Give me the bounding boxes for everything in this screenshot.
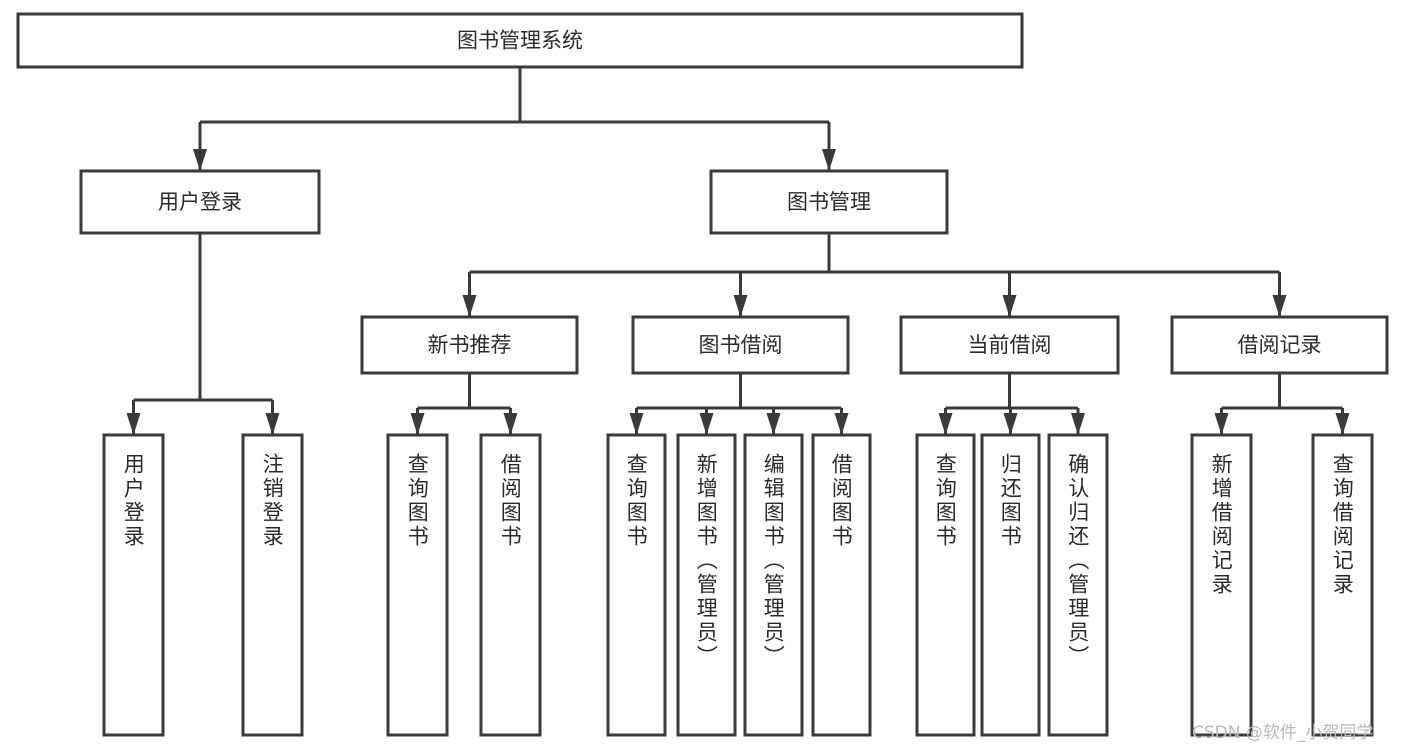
node-leaf-2[interactable] — [386, 433, 449, 737]
node-leaf-3[interactable] — [479, 433, 542, 737]
node-leaf-1[interactable] — [241, 433, 304, 737]
connector-layer — [126, 67, 1350, 435]
node-leaf-5[interactable] — [676, 433, 737, 737]
node-level3-0[interactable] — [360, 315, 579, 375]
node-leaf-10[interactable] — [1047, 433, 1109, 737]
node-level2-label-1: 图书管理 — [787, 190, 871, 214]
arrow-head-icon — [503, 413, 518, 435]
node-leaf-6[interactable] — [743, 433, 804, 737]
arrow-head-icon — [629, 413, 644, 435]
node-box-layer — [16, 12, 1389, 737]
node-level3-label-3: 借阅记录 — [1238, 333, 1322, 357]
node-level2-1[interactable] — [709, 169, 949, 235]
node-level2-label-0: 用户登录 — [158, 190, 242, 214]
node-leaf-7[interactable] — [811, 433, 872, 737]
node-level3-1[interactable] — [631, 315, 850, 375]
arrow-head-icon — [126, 413, 141, 435]
arrow-head-icon — [938, 413, 953, 435]
node-leaf-9[interactable] — [980, 433, 1041, 737]
node-leaf-0[interactable] — [102, 433, 165, 737]
node-level3-label-1: 图书借阅 — [699, 333, 783, 357]
node-root-label: 图书管理系统 — [457, 29, 583, 53]
node-level2-0[interactable] — [79, 169, 321, 235]
node-leaf-11[interactable] — [1190, 433, 1253, 737]
arrow-head-icon — [1003, 413, 1018, 435]
arrow-head-icon — [733, 295, 748, 317]
arrow-head-icon — [834, 413, 849, 435]
node-leaf-8[interactable] — [915, 433, 976, 737]
arrow-head-icon — [822, 149, 836, 171]
node-level3-2[interactable] — [899, 315, 1120, 375]
csdn-watermark: CSDN @软件_小贺同学 — [1192, 723, 1374, 743]
arrow-head-icon — [1071, 413, 1085, 435]
arrow-head-icon — [1272, 295, 1287, 317]
arrow-head-icon — [1335, 413, 1350, 435]
node-leaf-12[interactable] — [1311, 433, 1374, 737]
node-level3-label-2: 当前借阅 — [968, 333, 1052, 357]
arrow-head-icon — [410, 413, 425, 435]
arrow-head-icon — [265, 413, 280, 435]
arrow-head-icon — [1002, 295, 1017, 317]
node-level3-3[interactable] — [1170, 315, 1389, 375]
arrow-head-icon — [462, 295, 477, 317]
node-level3-label-0: 新书推荐 — [428, 333, 512, 357]
arrow-head-icon — [699, 413, 714, 435]
node-leaf-4[interactable] — [606, 433, 667, 737]
arrow-head-icon — [193, 149, 207, 171]
node-root[interactable] — [16, 12, 1024, 69]
arrow-head-icon — [766, 413, 781, 435]
arrow-head-icon — [1214, 413, 1229, 435]
